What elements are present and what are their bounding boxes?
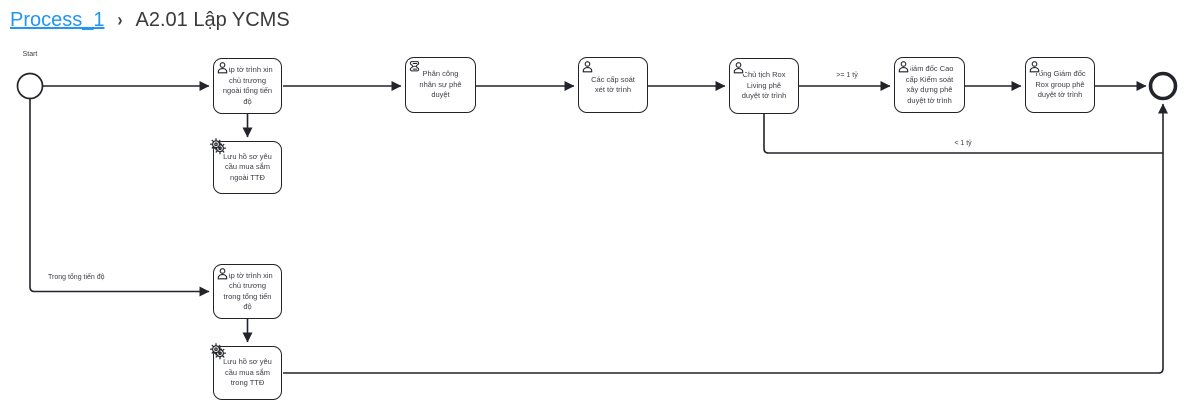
user-task-icon: [581, 60, 594, 73]
task-chu-tich-rox-living[interactable]: Chủ tịch Rox Living phê duyệt tờ trình: [729, 58, 799, 114]
page-title: A2.01 Lập YCMS: [135, 8, 290, 31]
user-task-icon: [216, 61, 229, 74]
task-label: Chủ tịch Rox Living phê duyệt tờ trình: [741, 70, 787, 101]
user-task-icon: [216, 267, 229, 280]
flow-label-lt-1-ty[interactable]: < 1 tỷ: [954, 140, 972, 147]
task-label: Giám đốc Cao cấp Kiểm soát xây dựng phê …: [905, 64, 954, 105]
task-label: Lưu hồ sơ yêu cầu mua sắm trong TTĐ: [223, 357, 272, 388]
task-luu-ho-so-ngoai-ttd[interactable]: Lưu hồ sơ yêu cầu mua sắm ngoài TTĐ: [210, 138, 282, 194]
task-label: Lập tờ trình xin chủ trương ngoài tổng t…: [222, 65, 273, 106]
task-label: Lưu hồ sơ yêu cầu mua sắm ngoài TTĐ: [223, 151, 272, 182]
task-label: Phân công nhân sự phê duyệt: [419, 69, 462, 100]
breadcrumb-process-link[interactable]: Process_1: [10, 8, 105, 31]
user-task-icon: [1028, 60, 1041, 73]
service-task-gear-icon: [210, 138, 226, 155]
user-task-icon: [732, 61, 745, 74]
flow-start-trong-tong-tien-do[interactable]: [29, 99, 210, 297]
task-cac-cap-soat-xet[interactable]: Các cấp soát xét tờ trình: [578, 57, 648, 113]
start-event[interactable]: [16, 72, 44, 100]
task-label: Các cấp soát xét tờ trình: [591, 74, 635, 95]
task-lap-to-trinh-trong-ttd[interactable]: Lập tờ trình xin chủ trương trong tổng t…: [213, 264, 282, 319]
flow-label-trong-tong-tien-do[interactable]: Trong tổng tiến độ: [48, 274, 105, 281]
task-tong-giam-doc-rox-group[interactable]: Tổng Giám đốc Rox group phê duyệt tờ trì…: [1025, 57, 1095, 113]
service-task-gear-icon: [210, 343, 226, 360]
breadcrumb: Process_1 › A2.01 Lập YCMS: [10, 7, 290, 33]
end-event[interactable]: [1148, 71, 1178, 101]
task-luu-ho-so-trong-ttd[interactable]: Lưu hồ sơ yêu cầu mua sắm trong TTĐ: [210, 343, 282, 400]
start-event-label[interactable]: Start: [22, 51, 38, 58]
flow-luu-trong-to-end[interactable]: [283, 103, 1168, 374]
breadcrumb-chevron-icon: ›: [117, 9, 123, 31]
task-label: Lập tờ trình xin chủ trương trong tổng t…: [222, 270, 273, 312]
user-task-icon: [897, 60, 910, 73]
task-phan-cong-nhan-su[interactable]: Phân công nhân sự phê duyệt: [405, 57, 476, 113]
script-task-icon: [408, 60, 421, 73]
flow-chu-tich-lt-1-ty[interactable]: [763, 114, 1163, 154]
task-label: Tổng Giám đốc Rox group phê duyệt tờ trì…: [1034, 69, 1086, 100]
flow-label-ge-1-ty[interactable]: >= 1 tỷ: [836, 72, 858, 79]
task-giam-doc-cao-cap-kiem-soat[interactable]: Giám đốc Cao cấp Kiểm soát xây dựng phê …: [894, 57, 965, 113]
task-lap-to-trinh-ngoai-ttd[interactable]: Lập tờ trình xin chủ trương ngoài tổng t…: [213, 58, 282, 114]
